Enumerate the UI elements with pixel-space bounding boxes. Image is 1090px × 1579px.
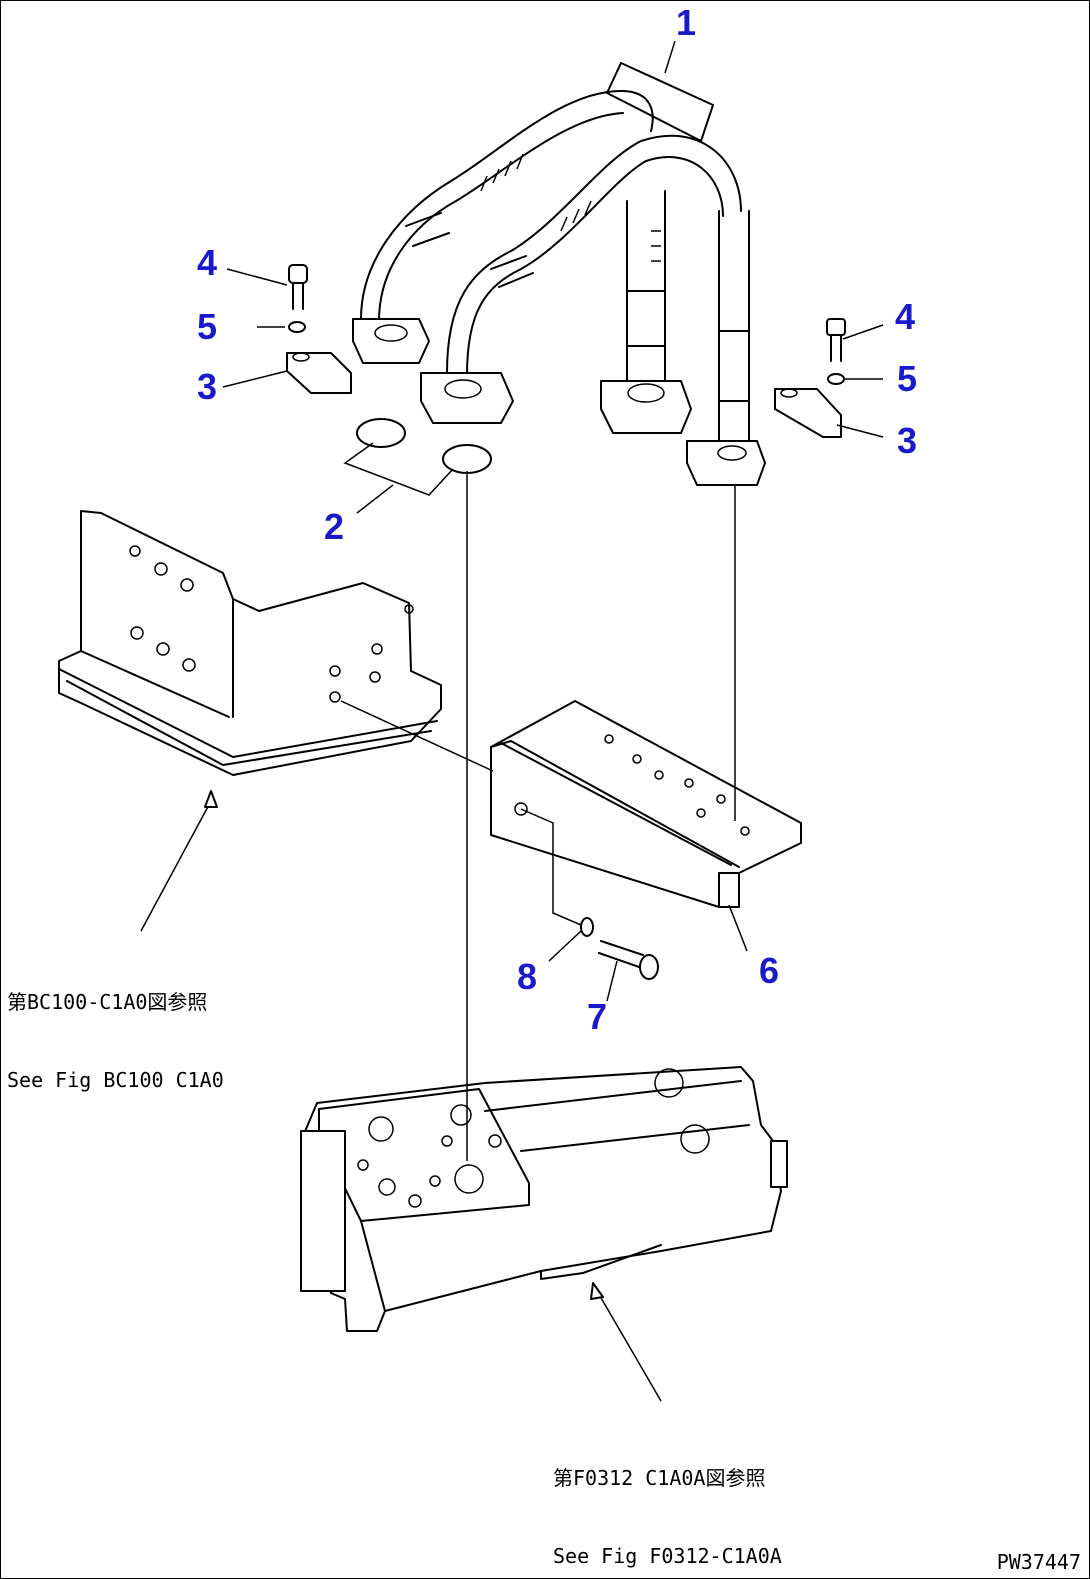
bolt-7 [598, 940, 659, 980]
valve-reference-note: 第F0312 C1A0A図参照 See Fig F0312-C1A0A [553, 1413, 782, 1578]
callout-1: 1 [676, 2, 697, 43]
block [490, 700, 802, 908]
bolt-left [288, 264, 308, 310]
o-rings [343, 418, 492, 514]
valve-reference-jp: 第F0312 C1A0A図参照 [553, 1466, 766, 1490]
bolt-right [826, 318, 846, 362]
left-bracket [58, 510, 442, 776]
callout-2: 2 [324, 506, 345, 547]
bracket-reference-note: 第BC100-C1A0図参照 See Fig BC100 C1A0 [7, 937, 224, 1145]
split-flange-left [286, 352, 352, 394]
callout-6: 6 [759, 950, 780, 991]
valve-body [300, 1066, 788, 1332]
washer-left [288, 321, 306, 333]
valve-side-plate [300, 1130, 346, 1292]
valve-end-cap [770, 1140, 788, 1188]
callout-8: 8 [517, 956, 538, 997]
bracket-reference-en: See Fig BC100 C1A0 [7, 1068, 224, 1092]
callout-4-right: 4 [895, 296, 916, 337]
callout-5-left: 5 [197, 306, 218, 347]
callout-3-left: 3 [197, 366, 218, 407]
drawing-number: PW37447 [996, 1550, 1081, 1574]
washer-right [827, 373, 845, 385]
assembly-lines [140, 40, 884, 1402]
callout-5-right: 5 [897, 358, 918, 399]
valve-reference-en: See Fig F0312-C1A0A [553, 1544, 782, 1568]
washer-8 [580, 917, 594, 937]
bracket-reference-jp: 第BC100-C1A0図参照 [7, 990, 208, 1014]
split-flange-right [774, 388, 842, 438]
callout-4-left: 4 [197, 242, 218, 283]
callout-7: 7 [587, 996, 608, 1037]
hose-assembly [352, 62, 766, 486]
callout-3-right: 3 [897, 420, 918, 461]
